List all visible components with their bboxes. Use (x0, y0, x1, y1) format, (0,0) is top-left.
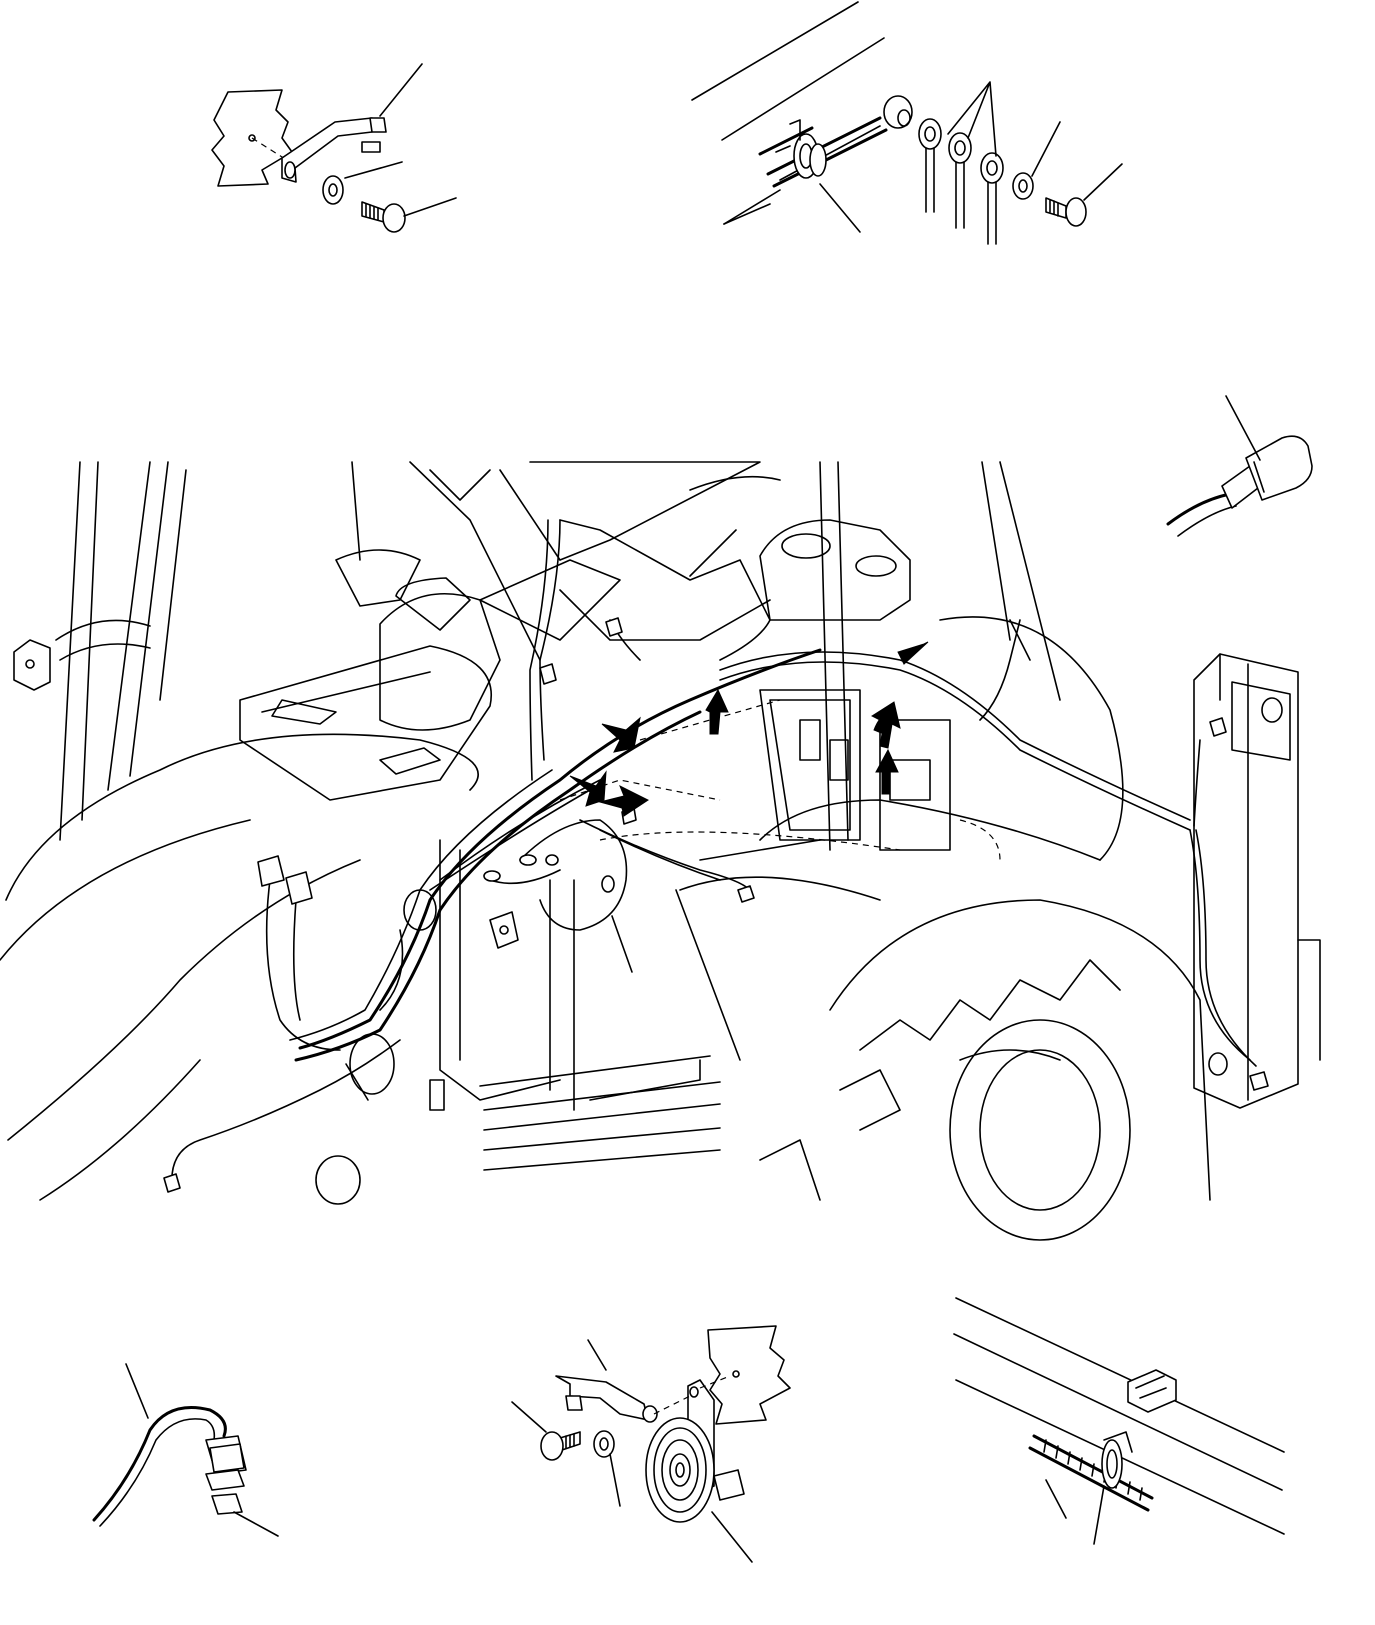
leader-line (587, 1339, 607, 1371)
control-valve-block (559, 689, 1001, 861)
horn-bracket-detail (511, 1325, 791, 1563)
leader-line (403, 197, 457, 217)
harness-clip-detail (953, 1297, 1285, 1545)
arrow-icon (569, 641, 929, 817)
ground-terminal-detail (691, 1, 1123, 245)
leader-line (723, 203, 771, 225)
ring-terminal-icon (980, 152, 1004, 245)
bolt-icon (361, 201, 406, 233)
ring-terminal-icon (918, 118, 942, 213)
connector-icon (163, 617, 1269, 1193)
horn-icon (645, 1417, 745, 1523)
leader-line (1083, 163, 1123, 201)
leader-line (344, 161, 403, 179)
leader-line (511, 1401, 547, 1433)
spacer-icon (883, 95, 913, 129)
main-harness (171, 519, 1257, 1185)
leader-line (609, 1453, 621, 1507)
leader-line (711, 1511, 753, 1563)
leader-line (379, 63, 423, 117)
leader-line (345, 1063, 369, 1101)
ring-terminal-icon (948, 132, 972, 229)
leader-line (233, 1511, 279, 1537)
leader-line (125, 1363, 149, 1419)
bolt-icon (540, 1431, 581, 1461)
leader-line (689, 529, 737, 577)
leader-line (819, 183, 861, 233)
leader-line (947, 81, 997, 157)
leader-line (1225, 395, 1261, 461)
connector-plug-detail (1166, 395, 1313, 537)
leader-line (723, 189, 781, 225)
leader-line (611, 915, 633, 973)
bolt-icon (1045, 197, 1087, 227)
bracket-mount-detail (211, 63, 457, 233)
sensor-connector-detail (92, 1363, 279, 1537)
main-harness-view (0, 461, 1321, 1241)
corrugated-tube-icon (1028, 1434, 1154, 1512)
leader-line (1031, 121, 1061, 177)
leader-line (1093, 1485, 1105, 1545)
leader-line (1045, 1479, 1067, 1519)
